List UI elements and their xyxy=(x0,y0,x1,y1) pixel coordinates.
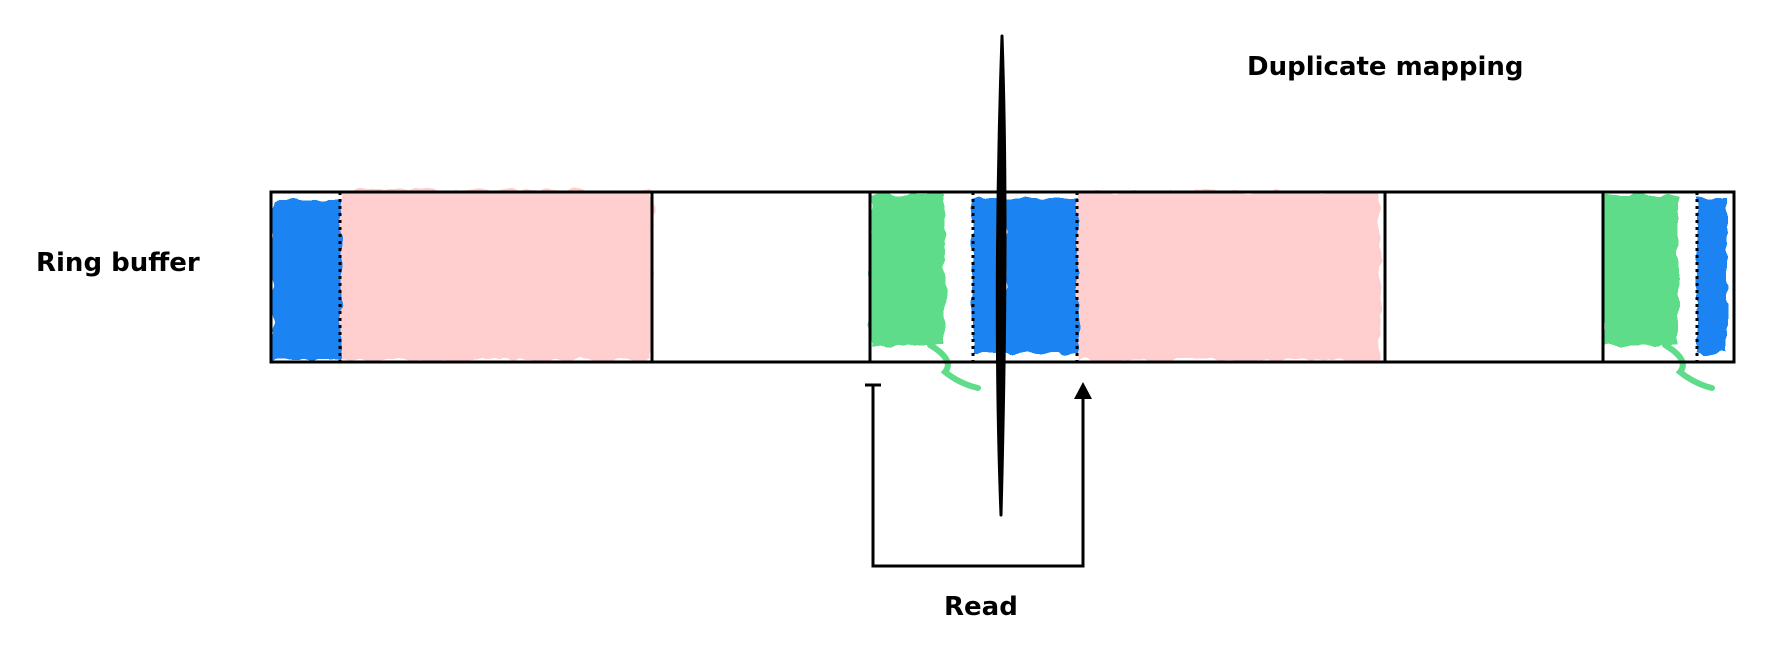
blue-fill-region xyxy=(1697,198,1727,353)
read-label: Read xyxy=(944,592,1018,622)
arrow-head xyxy=(1074,382,1092,399)
blue-fill-region xyxy=(1005,198,1078,353)
green-squiggle-tail xyxy=(927,342,981,391)
ring-buffer-original xyxy=(272,190,1002,391)
read-bracket xyxy=(865,382,1092,568)
mapping-separator xyxy=(995,34,1007,517)
ring-buffer-duplicate xyxy=(1005,192,1727,391)
pink-fill-region xyxy=(342,190,652,360)
blue-fill-region xyxy=(272,200,342,360)
green-fill-region xyxy=(1603,195,1678,345)
ring-buffer-label: Ring buffer xyxy=(36,248,200,278)
pink-fill-region xyxy=(1078,192,1380,360)
duplicate-mapping-label: Duplicate mapping xyxy=(1247,52,1524,82)
green-squiggle-tail xyxy=(1662,342,1715,391)
green-fill-region xyxy=(870,195,945,345)
